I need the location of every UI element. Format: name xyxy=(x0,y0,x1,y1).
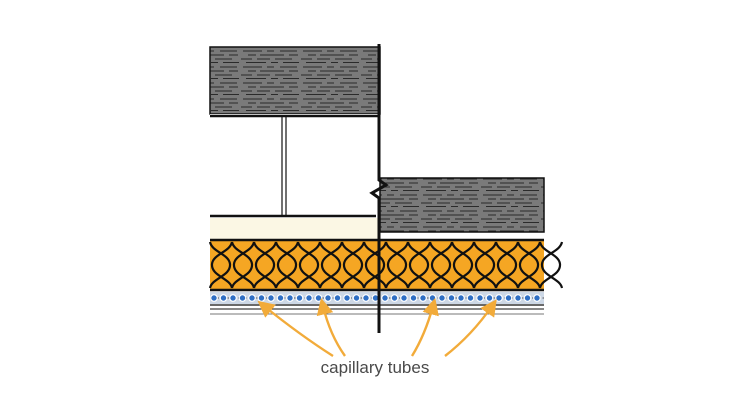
insulation-curl xyxy=(386,241,410,289)
capillary-tube xyxy=(324,294,332,302)
insulation-curl xyxy=(450,241,474,289)
insulation-curl xyxy=(320,241,344,289)
insulation-curl xyxy=(408,241,432,289)
insulation-curl xyxy=(210,241,234,289)
callout-label: capillary tubes xyxy=(320,358,430,377)
capillary-tube xyxy=(533,294,541,302)
insulation-curl xyxy=(296,241,320,289)
insulation-curl xyxy=(452,241,476,289)
capillary-tube xyxy=(438,294,446,302)
insulation-layer xyxy=(210,240,544,290)
capillary-tube xyxy=(229,294,237,302)
insulation-curl xyxy=(496,241,520,289)
capillary-tube xyxy=(286,294,294,302)
callout-arrows xyxy=(257,297,497,358)
upper-masonry-wall xyxy=(209,46,381,115)
insulation-curl xyxy=(342,241,366,289)
insulation-curl xyxy=(298,241,322,289)
capillary-tube xyxy=(305,294,313,302)
capillary-tube xyxy=(238,294,247,302)
capillary-tube xyxy=(523,294,532,302)
capillary-tube xyxy=(400,294,408,302)
capillary-tube xyxy=(514,294,522,302)
insulation-curl xyxy=(274,241,298,289)
wall-void xyxy=(210,114,380,218)
insulation-curl xyxy=(208,241,232,289)
insulation-curl xyxy=(430,241,454,289)
capillary-tube xyxy=(219,294,228,302)
capillary-tube xyxy=(476,294,484,302)
capillary-tube xyxy=(210,294,218,302)
insulation-curl xyxy=(472,241,496,289)
capillary-tube xyxy=(495,294,503,302)
arrow-2 xyxy=(316,297,346,357)
capillary-tube xyxy=(248,294,256,302)
insulation-curl xyxy=(406,241,430,289)
capillary-tube xyxy=(381,294,389,302)
capillary-tube xyxy=(267,294,275,302)
capillary-tube xyxy=(314,294,323,302)
insulation-curl xyxy=(252,241,276,289)
insulation-curl xyxy=(232,241,256,289)
insulation-curl xyxy=(276,241,300,289)
capillary-tube xyxy=(504,294,513,302)
insulation-curl xyxy=(384,241,408,289)
insulation-curl xyxy=(364,241,388,289)
wall-break-line xyxy=(369,44,389,333)
right-masonry-wall xyxy=(379,177,545,233)
insulation-curl xyxy=(230,241,254,289)
insulation-curl xyxy=(518,241,542,289)
capillary-tube xyxy=(390,294,399,302)
insulation-curl xyxy=(540,241,564,289)
arrow-3 xyxy=(410,297,439,357)
insulation-curl xyxy=(516,241,540,289)
insulation-curl xyxy=(538,241,562,289)
insulation-curl xyxy=(494,241,518,289)
capillary-tube xyxy=(428,294,437,302)
insulation-curl-pattern xyxy=(208,241,564,289)
capillary-tube xyxy=(352,294,361,302)
screed-layer xyxy=(210,218,378,239)
capillary-tube xyxy=(257,294,266,302)
capillary-tube xyxy=(276,294,285,302)
insulation-curl xyxy=(474,241,498,289)
arrow-1 xyxy=(257,300,334,358)
capillary-tube-row xyxy=(210,294,541,302)
capillary-tube xyxy=(419,294,427,302)
insulation-curl xyxy=(362,241,386,289)
insulation-curl xyxy=(254,241,278,289)
capillary-tube xyxy=(457,294,465,302)
insulation-curl xyxy=(318,241,342,289)
insulation-curl xyxy=(340,241,364,289)
insulation-curl xyxy=(428,241,452,289)
capillary-tube xyxy=(362,294,370,302)
arrow-4 xyxy=(444,299,497,357)
capillary-tube xyxy=(295,294,304,302)
capillary-tube xyxy=(466,294,475,302)
capillary-tube xyxy=(409,294,418,302)
capillary-tube xyxy=(343,294,351,302)
capillary-tube xyxy=(447,294,456,302)
capillary-tube xyxy=(333,294,342,302)
capillary-tube xyxy=(485,294,494,302)
